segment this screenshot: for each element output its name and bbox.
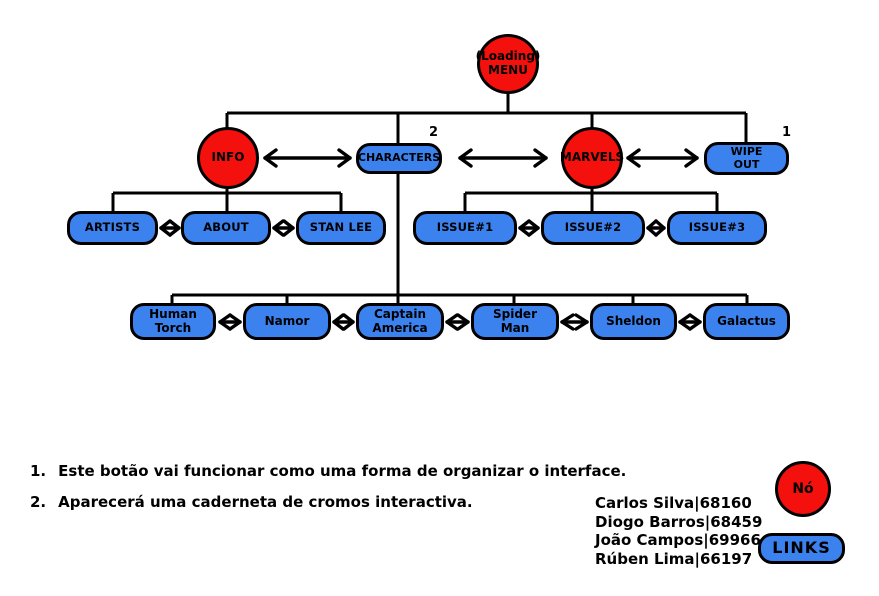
arrow-captain-spiderman [445,313,470,331]
arrow-about-stanlee [272,219,295,237]
connector-characters-children [170,174,749,304]
authors-list: Carlos Silva|68160 Diogo Barros|68459 Jo… [595,494,762,568]
node-info-label: INFO [211,150,245,165]
arrow-issue1-issue2 [518,219,540,237]
node-issue-2: ISSUE#2 [541,211,645,245]
legend-node-circle: Nó [775,461,831,517]
legend-links-pill: LINKS [758,533,845,564]
node-menu: (Loading) MENU [475,34,541,94]
footnote-1: 1. Este botão vai funcionar como uma for… [30,462,626,480]
node-menu-label: (Loading) MENU [475,49,541,77]
node-about: ABOUT [181,211,271,245]
node-issue-3: ISSUE#3 [667,211,767,245]
footnote-2: 2. Aparecerá uma caderneta de cromos int… [30,493,626,511]
node-galactus: Galactus [703,303,790,340]
arrow-humantorch-namor [218,313,242,331]
node-galactus-label: Galactus [717,313,776,328]
connector-menu-level2 [225,94,748,145]
legend-node-label: Nó [792,480,814,497]
node-wipe-out-label: WIPE OUT [730,144,763,171]
footnote-2-number: 2. [30,493,47,511]
footnote-1-number: 1. [30,462,47,480]
legend-links-label: LINKS [772,538,831,558]
node-artists: ARTISTS [67,211,158,245]
arrow-namor-captain [332,313,355,331]
wipe-out-footnote-marker: 1 [782,125,792,140]
node-spider-man-label: Spider Man [493,306,537,335]
footnote-1-text: Este botão vai funcionar como uma forma … [58,462,627,480]
node-issue-2-label: ISSUE#2 [564,220,622,235]
node-wipe-out: WIPE OUT [704,142,789,175]
node-human-torch: Human Torch [130,303,216,340]
node-sheldon: Sheldon [590,303,677,340]
node-about-label: ABOUT [203,220,249,235]
node-human-torch-label: Human Torch [149,306,197,335]
node-stan-lee-label: STAN LEE [309,220,373,235]
footnote-2-text: Aparecerá uma caderneta de cromos intera… [58,493,473,511]
node-captain-america-label: Captain America [372,306,428,335]
node-namor: Namor [243,303,331,340]
characters-footnote-marker: 2 [429,125,439,140]
node-namor-label: Namor [264,313,310,328]
node-sheldon-label: Sheldon [606,313,661,328]
arrow-issue2-issue3 [646,219,666,237]
author-line: Rúben Lima|66197 [595,549,753,568]
author-line: João Campos|69966 [595,531,761,549]
node-marvels-label: MARVELS [559,150,625,165]
node-captain-america: Captain America [356,303,444,340]
arrow-info-characters [263,148,352,168]
arrow-artists-about [159,219,181,237]
node-stan-lee: STAN LEE [296,211,386,245]
author-line: Diogo Barros|68459 [595,512,763,531]
node-marvels: MARVELS [559,127,625,189]
arrow-spiderman-sheldon [560,313,589,331]
arrow-characters-marvels [458,148,548,168]
node-characters: CHARACTERS [356,143,442,174]
node-characters-label: CHARACTERS [357,151,441,165]
node-info: INFO [197,127,259,189]
arrow-sheldon-galactus [678,313,702,331]
author-line: Carlos Silva|68160 [595,494,752,512]
footnotes: 1. Este botão vai funcionar como uma for… [30,462,626,511]
node-spider-man: Spider Man [471,303,559,340]
node-issue-3-label: ISSUE#3 [688,220,746,235]
connector-marvels-children [463,189,719,212]
node-artists-label: ARTISTS [84,220,141,235]
connector-info-children [111,189,343,212]
arrow-marvels-wipeout [626,148,699,168]
node-issue-1: ISSUE#1 [413,211,517,245]
node-issue-1-label: ISSUE#1 [436,220,494,235]
